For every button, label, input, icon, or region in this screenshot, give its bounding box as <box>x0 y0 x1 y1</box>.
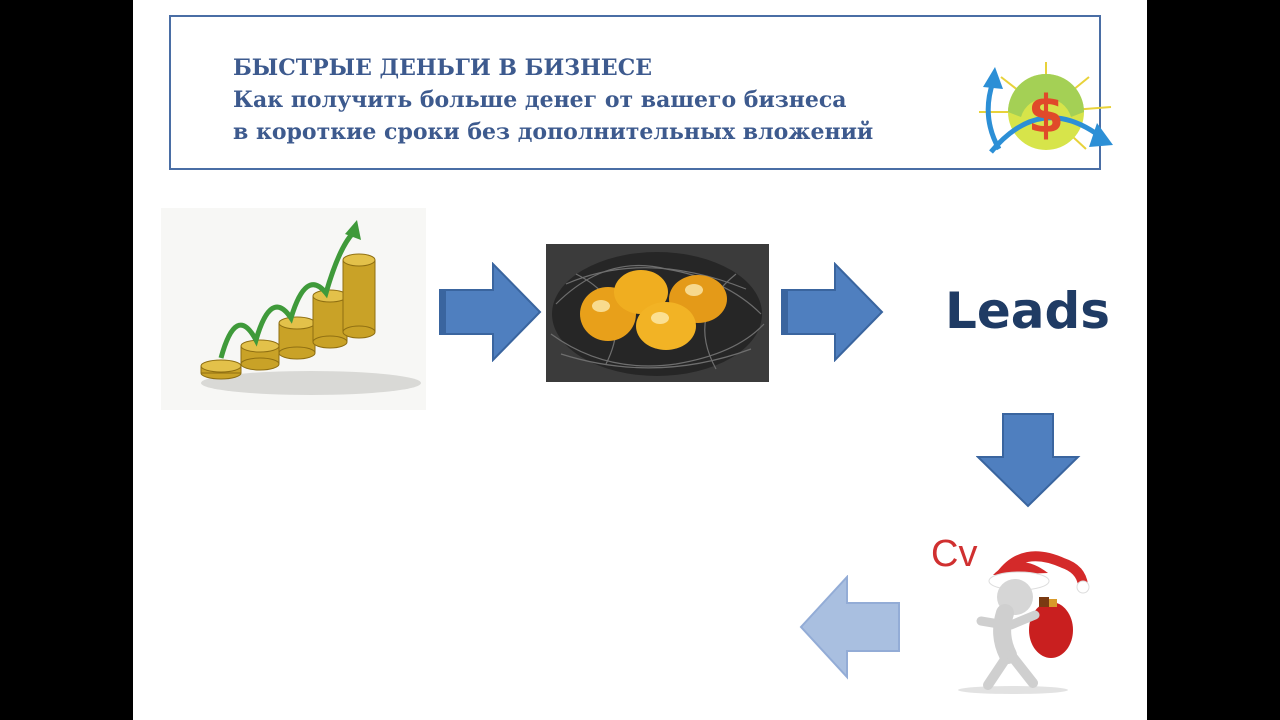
leads-label: Leads <box>945 282 1110 340</box>
coin-stack-growth-image <box>161 208 426 410</box>
arrow-left-icon <box>799 575 901 680</box>
header-subtitle-line2: в короткие сроки без дополнительных влож… <box>233 116 873 148</box>
arrow-right-icon <box>438 262 543 362</box>
header-text: БЫСТРЫЕ ДЕНЬГИ В БИЗНЕСЕ Как получить бо… <box>233 52 873 148</box>
header-title: БЫСТРЫЕ ДЕНЬГИ В БИЗНЕСЕ <box>233 52 873 84</box>
santa-sack-runner-image <box>953 545 1093 695</box>
slide: БЫСТРЫЕ ДЕНЬГИ В БИЗНЕСЕ Как получить бо… <box>133 0 1147 720</box>
arrow-down-icon <box>976 412 1081 508</box>
arrow-right-icon <box>780 262 885 362</box>
header-box: БЫСТРЫЕ ДЕНЬГИ В БИЗНЕСЕ Как получить бо… <box>169 15 1101 170</box>
dollar-logo-icon: $ <box>971 57 1116 167</box>
header-subtitle-line1: Как получить больше денег от вашего бизн… <box>233 84 873 116</box>
svg-text:$: $ <box>1028 85 1064 145</box>
golden-eggs-nest-image <box>546 244 769 382</box>
